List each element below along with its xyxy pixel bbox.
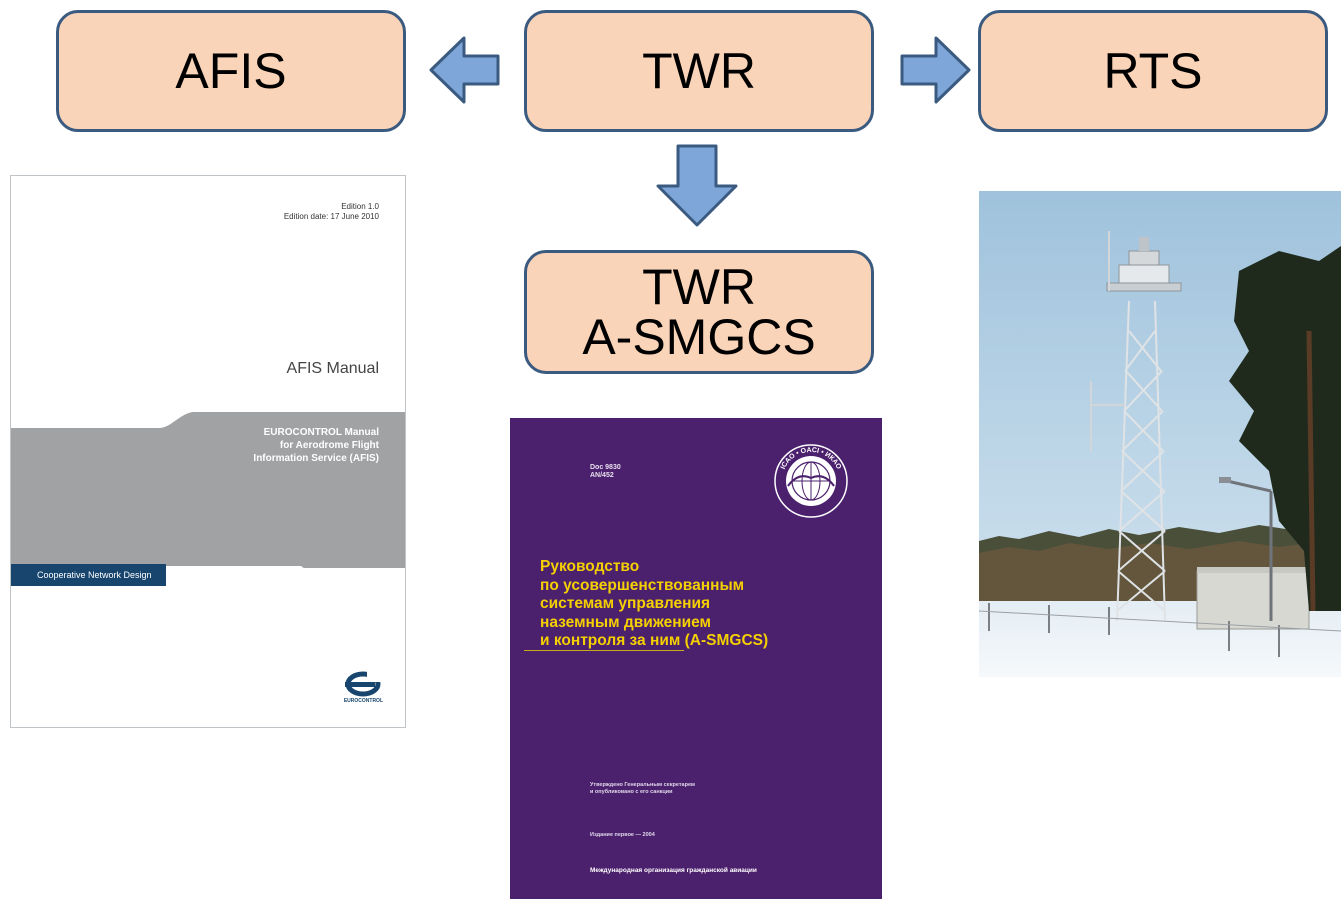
- arrow-right-to-rts: [900, 36, 971, 104]
- afis-manual-cover: Edition 1.0 Edition date: 17 June 2010 A…: [10, 175, 406, 728]
- icao-edition: Издание первое — 2004: [590, 832, 655, 838]
- afis-edition-block: Edition 1.0 Edition date: 17 June 2010: [284, 202, 379, 223]
- icao-an: AN/452: [590, 472, 614, 480]
- eurocontrol-logo-icon: [345, 670, 383, 697]
- icao-title-rule: [524, 650, 684, 651]
- icao-title-line: по усовершенствованным: [540, 576, 745, 594]
- afis-grey-band: [11, 412, 405, 568]
- afis-box-label: AFIS: [175, 43, 287, 99]
- icao-title-line: системам управления: [540, 595, 711, 613]
- afis-band-line3: Information Service (AFIS): [253, 453, 379, 464]
- arrow-left-to-afis: [429, 36, 500, 104]
- arrow-down-to-asmgcs: [656, 144, 738, 227]
- icao-approved-block: Утверждено Генеральным секретарем и опуб…: [590, 782, 695, 796]
- afis-manual-title: AFIS Manual: [286, 360, 379, 377]
- icao-title-line: Руководство: [540, 558, 640, 575]
- icao-organization: Международная организация гражданской ав…: [590, 867, 757, 874]
- twr-asmgcs-box: TWR A-SMGCS: [524, 250, 874, 374]
- icao-title-line: и контроля за ним (A-SMGCS): [540, 632, 769, 650]
- remote-tower-photo: [979, 191, 1341, 677]
- afis-box: AFIS: [56, 10, 406, 132]
- icao-title: Руководство по усовершенствованным систе…: [540, 558, 870, 651]
- icao-approved-line2: и опубликовано с его санкции: [590, 789, 673, 796]
- twr-asmgcs-line2: A-SMGCS: [582, 309, 816, 365]
- icao-emblem-icon: ICAO • OACI • ИКАО: [774, 444, 848, 518]
- icao-doc: Doc 9830: [590, 464, 621, 471]
- afis-band-text: EUROCONTROL Manual for Aerodrome Flight …: [179, 426, 379, 465]
- afis-edition-date: Edition date: 17 June 2010: [283, 212, 379, 222]
- rts-box: RTS: [978, 10, 1328, 132]
- rts-box-label: RTS: [1103, 43, 1203, 99]
- afis-band-line2: for Aerodrome Flight: [279, 440, 379, 451]
- afis-band-line1: EUROCONTROL Manual: [263, 427, 379, 438]
- icao-doc-number: Doc 9830 AN/452: [590, 464, 621, 480]
- twr-box: TWR: [524, 10, 874, 132]
- twr-box-label: TWR: [642, 43, 756, 99]
- eurocontrol-logo-text: EUROCONTROL: [343, 698, 383, 704]
- icao-asmgcs-cover: Doc 9830 AN/452 ICAO • OACI • ИКАО Руков…: [510, 418, 882, 899]
- afis-cooperative-tab: Cooperative Network Design: [11, 564, 166, 586]
- icao-approved-line1: Утверждено Генеральным секретарем: [590, 782, 695, 788]
- afis-edition: Edition 1.0: [341, 202, 379, 211]
- icao-title-line: наземным движением: [540, 613, 711, 631]
- twr-asmgcs-line1: TWR: [642, 259, 756, 315]
